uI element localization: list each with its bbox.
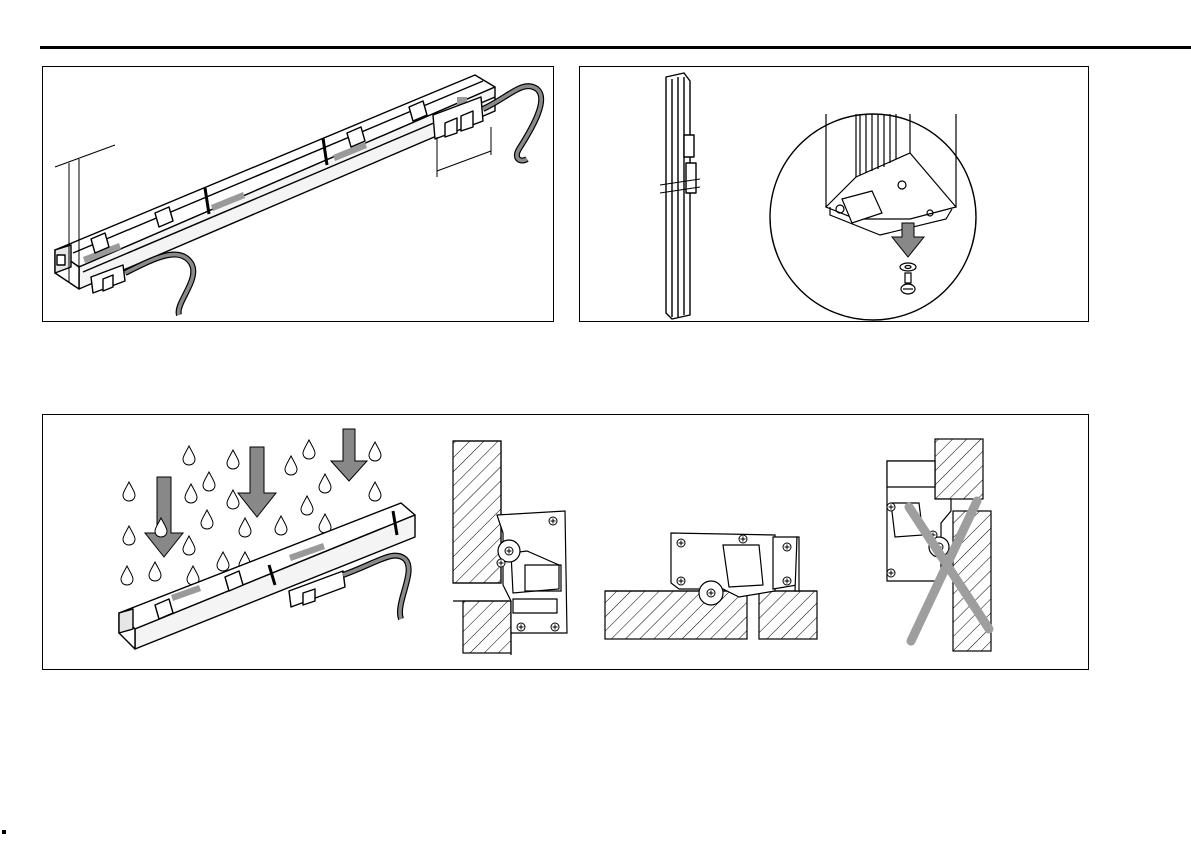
linear-scale-illustration [43,67,555,323]
mounting-detail-panel [579,66,1089,322]
header-rule [40,46,1191,49]
scale-overview-panel [42,66,554,322]
page-corner-mark [2,830,6,834]
vertical-mounting-illustration [580,67,1090,323]
orientation-panel [42,414,1089,670]
mounting-orientation-illustration [43,415,1090,671]
